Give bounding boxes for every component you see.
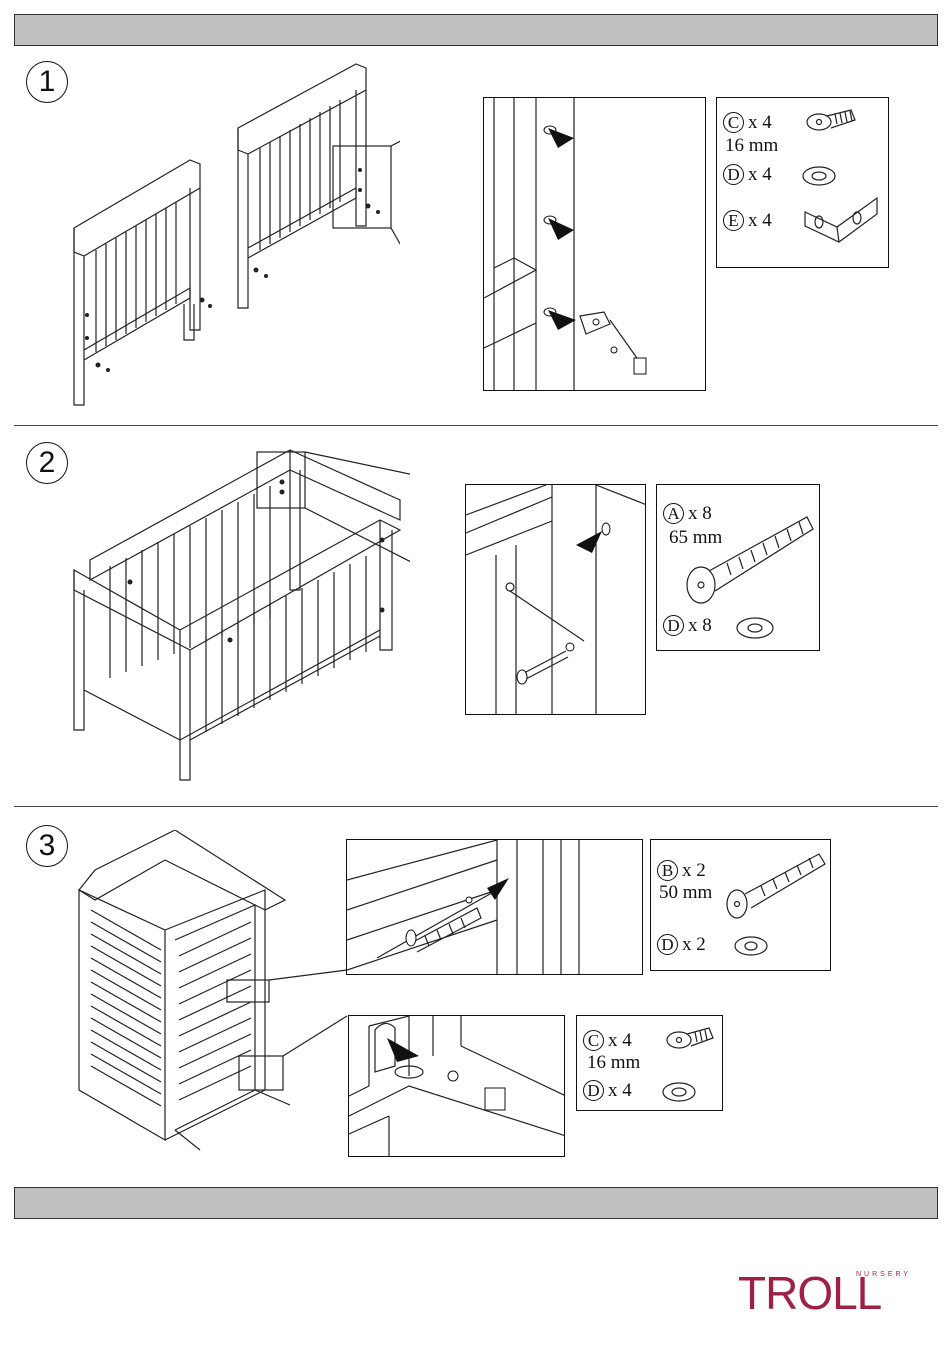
step-3-detail-view-bottom bbox=[348, 1015, 565, 1157]
crib-frame-assembly-illustration bbox=[70, 440, 410, 790]
hardware-icons bbox=[717, 846, 829, 966]
header-bar bbox=[14, 14, 938, 46]
step-2-number: 2 bbox=[26, 442, 68, 484]
hardware-icons bbox=[677, 505, 817, 645]
part-qty: x 4 bbox=[748, 210, 772, 231]
step-separator bbox=[14, 806, 938, 807]
part-size: 16 mm bbox=[587, 1052, 640, 1074]
part-letter: E bbox=[723, 210, 744, 231]
part-letter: D bbox=[583, 1080, 604, 1101]
part-letter: D bbox=[657, 934, 678, 955]
part-size: 50 mm bbox=[659, 882, 712, 904]
part-letter: C bbox=[723, 112, 744, 133]
step-3-detail-view-top bbox=[346, 839, 643, 975]
part-letter: B bbox=[657, 860, 678, 881]
part-qty: x 2 bbox=[682, 934, 706, 955]
step-2-detail-view bbox=[465, 484, 646, 715]
part-letter: D bbox=[723, 164, 744, 185]
part-qty: x 4 bbox=[748, 112, 772, 133]
step-1-detail-view bbox=[483, 97, 706, 391]
hardware-icons bbox=[657, 1020, 721, 1110]
step-3-number: 3 bbox=[26, 825, 68, 867]
hardware-icons bbox=[797, 102, 887, 266]
step-separator bbox=[14, 425, 938, 426]
part-qty: x 4 bbox=[748, 164, 772, 185]
troll-logo: TROLL NURSERY bbox=[738, 1268, 918, 1318]
part-size: 16 mm bbox=[725, 135, 778, 157]
crib-base-assembly-illustration bbox=[75, 830, 355, 1160]
part-qty: x 4 bbox=[608, 1080, 632, 1101]
footer-bar bbox=[14, 1187, 938, 1219]
logo-subtext: NURSERY bbox=[856, 1271, 911, 1278]
part-qty: x 4 bbox=[608, 1030, 632, 1051]
part-qty: x 2 bbox=[682, 860, 706, 881]
part-letter: C bbox=[583, 1030, 604, 1051]
crib-end-panels-illustration bbox=[60, 60, 400, 410]
